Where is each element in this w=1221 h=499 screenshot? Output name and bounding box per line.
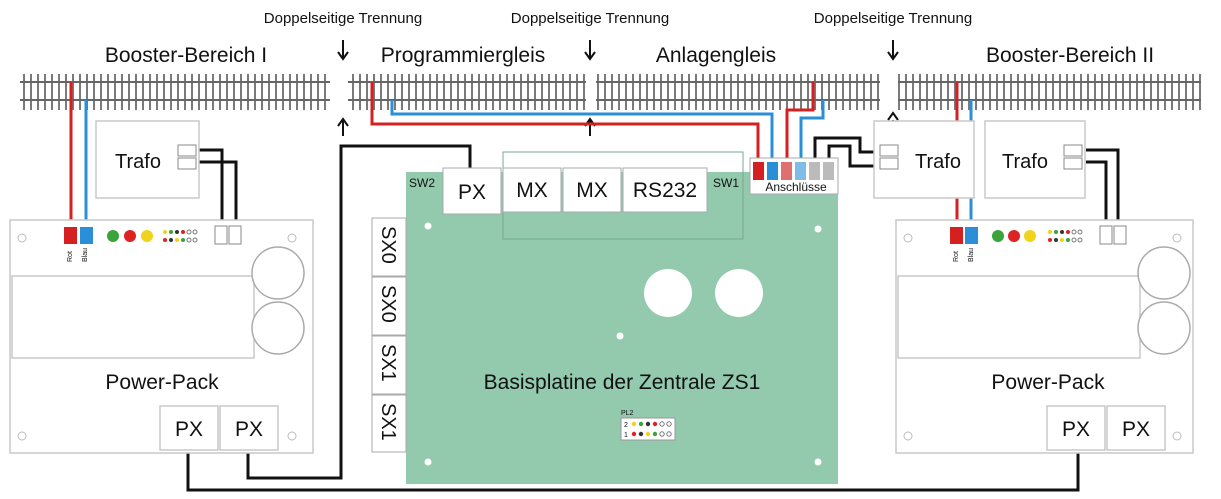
central-board: SX0 SX0 SX1 SX1 SW2 SW1 PX MX MX RS232 A… <box>371 151 839 484</box>
port-mx-1: MX <box>516 179 548 202</box>
led-matrix-icon <box>163 229 198 243</box>
pl2-row-2: 1 <box>624 432 628 439</box>
port-px: PX <box>458 181 486 204</box>
sx-port-3: SX1 <box>377 344 399 382</box>
sx-port-1: SX0 <box>377 226 399 264</box>
power-pack-right-px-2: PX <box>1122 418 1150 441</box>
power-pack-left-label: Power-Pack <box>105 371 219 394</box>
track-booster-2 <box>898 74 1201 110</box>
section-title-booster-2: Booster-Bereich II <box>986 44 1154 67</box>
transformer-right-b-label: Trafo <box>1002 151 1048 173</box>
transformer-left-label: Trafo <box>115 151 161 173</box>
section-title-programming: Programmiergleis <box>381 44 546 67</box>
transformer-left: Trafo <box>95 120 200 199</box>
sw2-label: SW2 <box>409 176 435 190</box>
power-pack-left: Rot Blau Power-Pack PX PX <box>9 219 314 454</box>
section-title-layout: Anlagengleis <box>656 44 776 67</box>
pl2-connector-icon <box>631 421 672 437</box>
port-mx-2: MX <box>576 179 608 202</box>
sx-port-2: SX0 <box>377 285 399 323</box>
separator-label-3: Doppelseitige Trennung <box>814 10 972 27</box>
terminal-blue-label: Blau <box>82 248 89 262</box>
track-booster-1 <box>20 74 330 110</box>
track-layout <box>596 74 880 110</box>
separator-label-2: Doppelseitige Trennung <box>511 10 669 27</box>
power-pack-right-px-1: PX <box>1062 418 1090 441</box>
port-rs232: RS232 <box>633 179 697 202</box>
transformer-right-a: Trafo <box>873 120 975 199</box>
led-matrix-icon <box>1048 229 1083 243</box>
transformer-right-b: Trafo <box>984 120 1086 199</box>
power-pack-right: Rot Blau Power-Pack PX PX <box>895 219 1194 454</box>
section-title-booster-1: Booster-Bereich I <box>105 44 267 67</box>
transformer-right-a-label: Trafo <box>915 151 961 173</box>
sw1-label: SW1 <box>713 176 739 190</box>
pl2-row-1: 2 <box>624 422 628 429</box>
separator-arrow-down-icon <box>337 40 899 61</box>
track-programming <box>348 74 586 110</box>
connections-label: Anschlüsse <box>765 180 827 194</box>
power-pack-left-px-1: PX <box>175 418 203 441</box>
separator-label-1: Doppelseitige Trennung <box>264 10 422 27</box>
sx-port-4: SX1 <box>377 403 399 441</box>
terminal-blue-label-right: Blau <box>968 248 975 262</box>
power-pack-right-label: Power-Pack <box>991 371 1105 394</box>
wires-black <box>186 136 1120 492</box>
power-pack-left-px-2: PX <box>235 418 263 441</box>
terminal-red-label: Rot <box>67 251 74 262</box>
central-board-title: Basisplatine der Zentrale ZS1 <box>484 371 761 394</box>
terminal-red-label-right: Rot <box>953 251 960 262</box>
pl2-label: PL2 <box>621 410 634 417</box>
